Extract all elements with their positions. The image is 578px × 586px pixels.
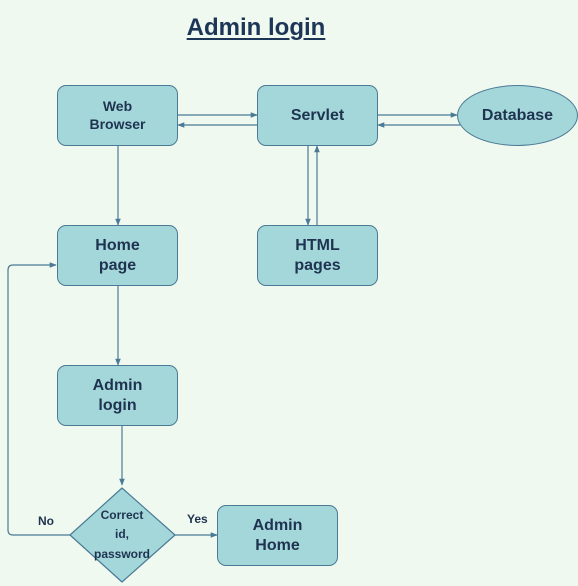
web-browser-node: Web Browser: [57, 85, 178, 146]
decision-label: Correct id, password: [93, 508, 150, 561]
edge-decision-no: [7, 262, 70, 536]
yes-label: Yes: [187, 512, 208, 526]
admin-login-node: Admin login: [57, 365, 178, 426]
database-node: Database: [457, 85, 578, 146]
decision-diamond: [69, 487, 176, 583]
no-label: No: [38, 514, 54, 528]
admin-home-node: Admin Home: [217, 505, 338, 566]
servlet-node: Servlet: [257, 85, 378, 146]
home-page-node: Home page: [57, 225, 178, 286]
diagram-title: Admin login: [186, 14, 326, 41]
html-pages-node: HTML pages: [257, 225, 378, 286]
